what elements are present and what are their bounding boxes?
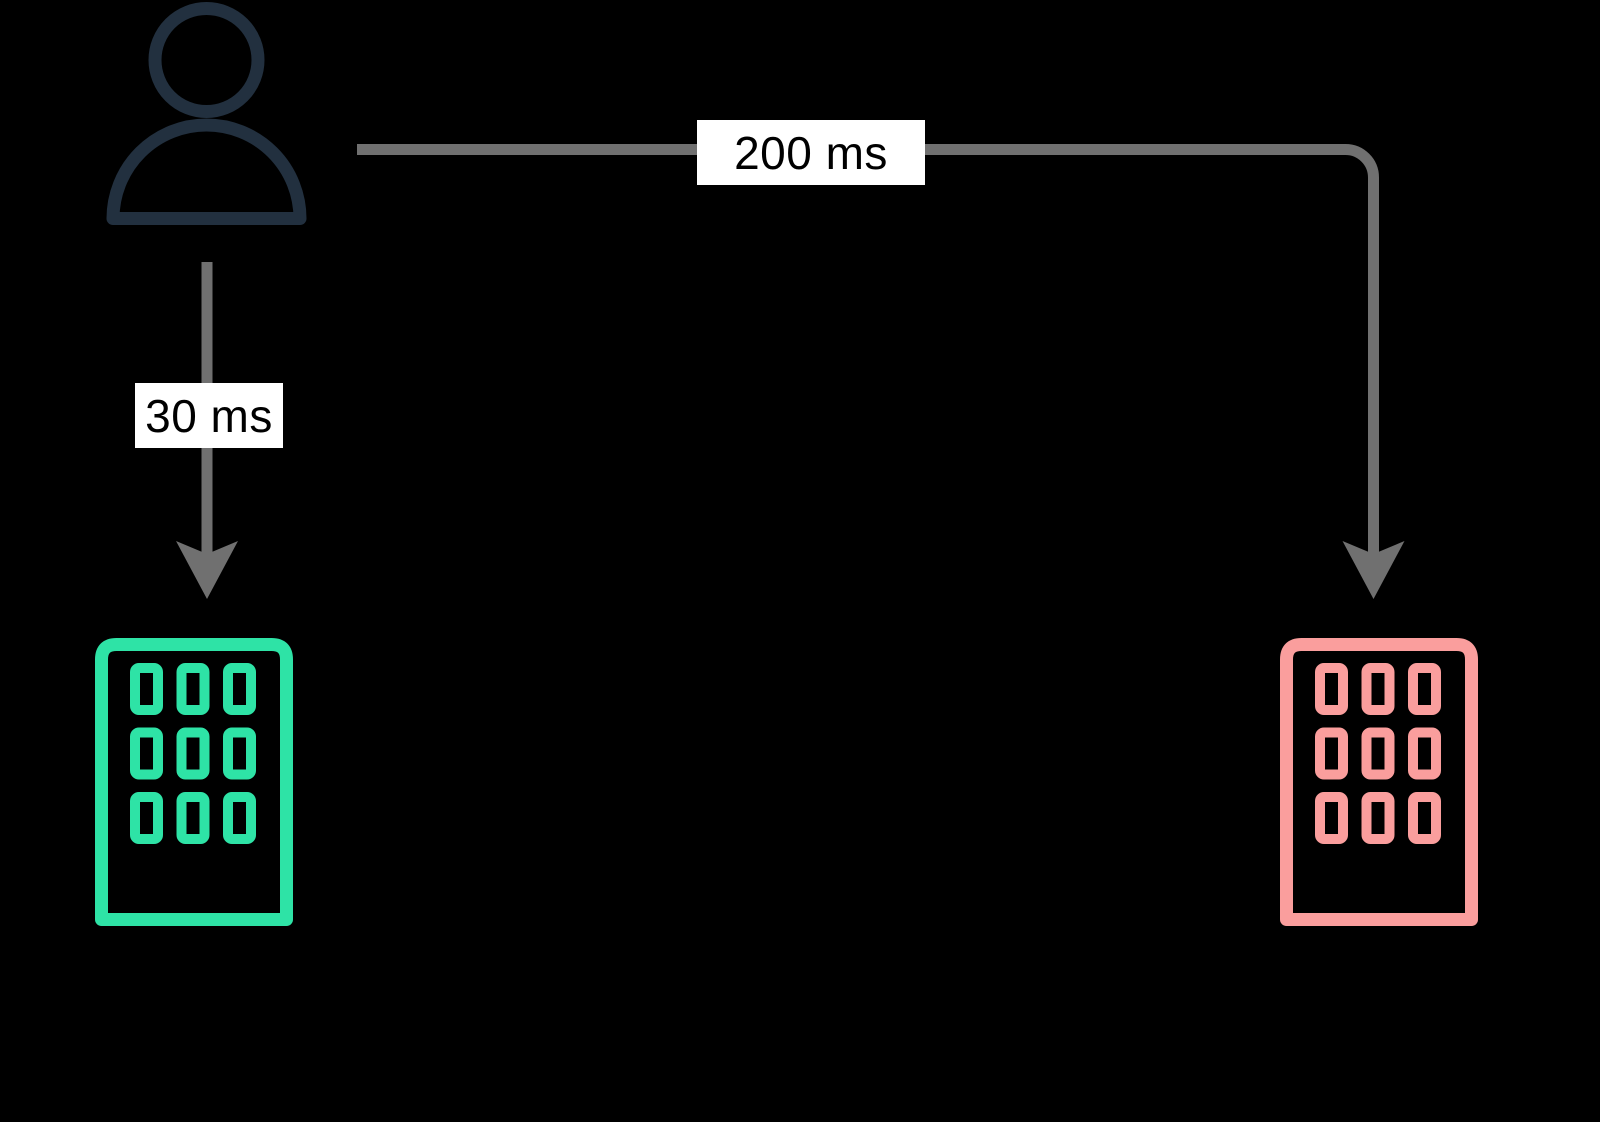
building-icon-far xyxy=(1280,638,1478,926)
person-head xyxy=(148,2,265,118)
building-outline xyxy=(1280,638,1478,926)
latency-label-near: 30 ms xyxy=(135,383,283,448)
latency-arrow-far xyxy=(357,144,1405,599)
arrowhead-down-icon xyxy=(1342,541,1405,599)
arrowhead-down-icon xyxy=(176,541,238,599)
arrow-shaft xyxy=(357,144,1379,556)
building-windows xyxy=(130,663,256,844)
building-icon-near xyxy=(95,638,293,926)
building-windows xyxy=(1315,663,1441,844)
person-icon xyxy=(106,2,307,225)
latency-label-far: 200 ms xyxy=(697,120,925,185)
person-body xyxy=(106,118,307,225)
latency-label-near-text: 30 ms xyxy=(145,389,273,442)
building-outline xyxy=(95,638,293,926)
latency-label-far-text: 200 ms xyxy=(734,126,888,179)
